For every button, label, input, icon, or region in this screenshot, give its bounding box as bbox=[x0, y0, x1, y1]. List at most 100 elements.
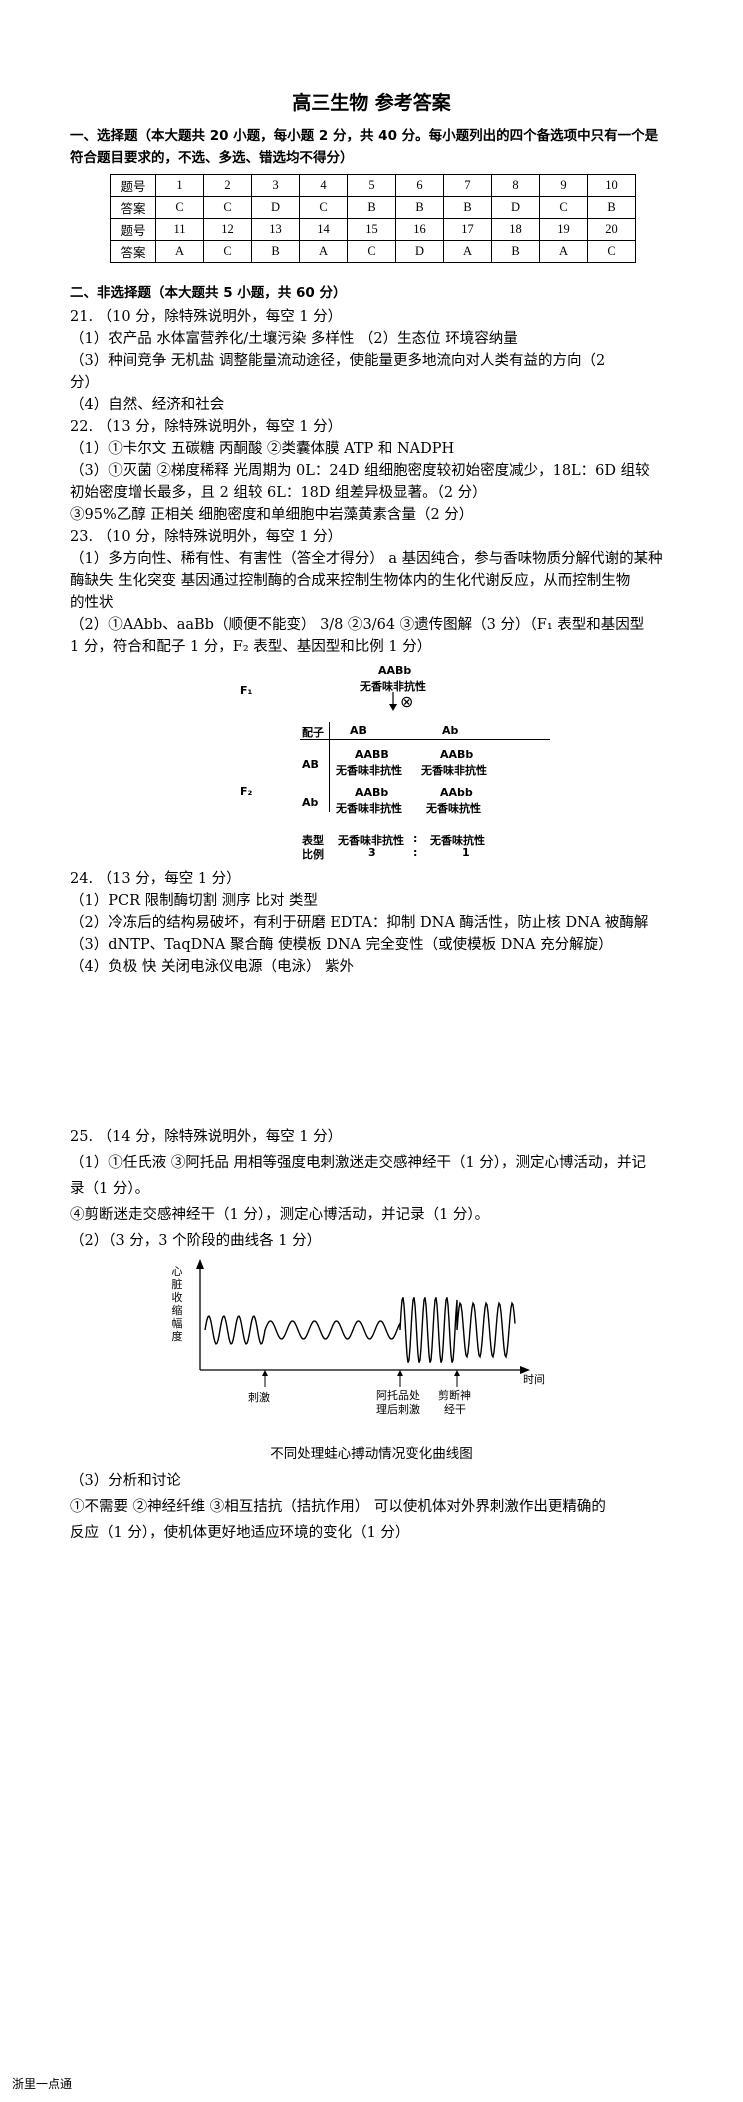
gamete-ab: AB bbox=[350, 724, 367, 737]
table-cell: D bbox=[395, 240, 444, 263]
section1-heading: 一、选择题（本大题共 20 小题，每小题 2 分，共 40 分。每小题列出的四个… bbox=[70, 128, 659, 144]
page-title: 高三生物 参考答案 bbox=[292, 92, 451, 114]
result-ratio-1: 3 bbox=[368, 846, 376, 859]
table-cell: B bbox=[491, 240, 540, 263]
q24-line: （2）冷冻后的结构易破坏，有利于研磨 EDTA：抑制 DNA 酶活性，防止核 D… bbox=[70, 915, 649, 931]
q21-line: 分） bbox=[70, 375, 99, 391]
table-cell: 7 bbox=[443, 174, 492, 197]
cell-phenotype: 无香味非抗性 bbox=[336, 764, 402, 777]
q21-head: 21. （10 分，除特殊说明外，每空 1 分） bbox=[70, 309, 343, 325]
row-gamete-ab2: Ab bbox=[302, 796, 319, 809]
table-row-label: 答案 bbox=[110, 240, 156, 263]
ratio-label: 比例 bbox=[302, 848, 324, 861]
heartbeat-curve-svg bbox=[196, 1259, 530, 1387]
row-gamete-ab: AB bbox=[302, 758, 319, 771]
cell-genotype: AABb bbox=[355, 786, 389, 799]
q24-head: 24. （13 分，每空 1 分） bbox=[70, 871, 241, 887]
cell-phenotype: 无香味非抗性 bbox=[421, 764, 487, 777]
table-cell: B bbox=[347, 196, 396, 219]
q23-head: 23. （10 分，除特殊说明外，每空 1 分） bbox=[70, 529, 343, 545]
cell-phenotype: 无香味抗性 bbox=[426, 802, 481, 815]
result-phenotype-2: 无香味抗性 bbox=[430, 834, 485, 847]
section1-heading-cont: 符合题目要求的，不选、多选、错选均不得分） bbox=[70, 150, 354, 166]
table-cell: 2 bbox=[203, 174, 252, 197]
result-colon: : bbox=[413, 846, 418, 859]
answer-table: 题号 1 2 3 4 5 6 7 8 9 10 答案 C C D C B B B… bbox=[110, 174, 636, 263]
table-cell: 6 bbox=[395, 174, 444, 197]
q25-line: ①不需要 ②神经纤维 ③相互拮抗（拮抗作用） 可以使机体对外界刺激作出更精确的 bbox=[70, 1499, 606, 1515]
cell-genotype: AAbb bbox=[440, 786, 473, 799]
table-cell: 1 bbox=[155, 174, 204, 197]
table-cell: 19 bbox=[539, 218, 588, 241]
table-cell: B bbox=[587, 196, 636, 219]
q24-line: （3）dNTP、TaqDNA 聚合酶 使模板 DNA 完全变性（或使模板 DNA… bbox=[70, 937, 613, 953]
table-cell: 20 bbox=[587, 218, 636, 241]
table-cell: 3 bbox=[251, 174, 300, 197]
heartbeat-curve-figure: 心脏收缩幅度 时间 刺激 阿托品处 理后刺激 剪断神 经干 bbox=[170, 1255, 550, 1425]
atropine-label-line1: 阿托品处 bbox=[376, 1389, 420, 1402]
gamete-ab2: Ab bbox=[442, 724, 459, 737]
table-cell: 13 bbox=[251, 218, 300, 241]
table-cell: C bbox=[155, 196, 204, 219]
gamete-label: 配子 bbox=[302, 726, 324, 739]
table-cell: C bbox=[203, 240, 252, 263]
cut-nerve-label-line1: 剪断神 bbox=[438, 1389, 471, 1402]
q22-head: 22. （13 分，除特殊说明外，每空 1 分） bbox=[70, 419, 343, 435]
q23-line: （2）①AAbb、aaBb（顺便不能变） 3/8 ②3/64 ③遗传图解（3 分… bbox=[70, 617, 645, 633]
table-row-label: 题号 bbox=[110, 218, 156, 241]
y-axis-label: 心脏收缩幅度 bbox=[171, 1265, 183, 1343]
table-cell: 17 bbox=[443, 218, 492, 241]
table-cell: 14 bbox=[299, 218, 348, 241]
table-cell: 12 bbox=[203, 218, 252, 241]
table-row: 题号 1 2 3 4 5 6 7 8 9 10 bbox=[110, 174, 636, 197]
q25-line: 录（1 分）。 bbox=[70, 1181, 150, 1197]
up-arrow-icon bbox=[397, 1370, 403, 1376]
selfing-symbol: ⊗ bbox=[400, 692, 414, 711]
q22-line: （1）①卡尔文 五碳糖 丙酮酸 ②类囊体膜 ATP 和 NADPH bbox=[70, 441, 455, 457]
table-cell: C bbox=[203, 196, 252, 219]
f1-genotype: AABb bbox=[378, 664, 412, 677]
f2-label: F₂ bbox=[240, 785, 253, 798]
heartbeat-curve-line bbox=[204, 1297, 516, 1363]
q25-line: （3）分析和讨论 bbox=[70, 1473, 181, 1489]
genetic-cross-diagram: F₁ AABb 无香味非抗性 ⊗ 配子 AB Ab F₂ AB AABB 无香味… bbox=[240, 662, 560, 882]
table-cell: 8 bbox=[491, 174, 540, 197]
table-cell: B bbox=[443, 196, 492, 219]
phenotype-label: 表型 bbox=[302, 834, 324, 847]
q21-line: （1）农产品 水体富营养化/土壤污染 多样性 （2）生态位 环境容纳量 bbox=[70, 331, 518, 347]
table-cell: 16 bbox=[395, 218, 444, 241]
table-cell: A bbox=[539, 240, 588, 263]
cell-genotype: AABb bbox=[440, 748, 474, 761]
q25-line: 反应（1 分），使机体更好地适应环境的变化（1 分） bbox=[70, 1525, 410, 1541]
table-cell: 4 bbox=[299, 174, 348, 197]
q24-line: （1）PCR 限制酶切割 测序 比对 类型 bbox=[70, 893, 318, 909]
q25-line: ④剪断迷走交感神经干（1 分），测定心博活动，并记录（1 分）。 bbox=[70, 1207, 490, 1223]
gamete-rule bbox=[300, 739, 550, 740]
table-cell: D bbox=[491, 196, 540, 219]
up-arrow-icon bbox=[262, 1370, 268, 1376]
q23-line: 酶缺失 生化突变 基因通过控制酶的合成来控制生物体内的生化代谢反应，从而控制生物 bbox=[70, 573, 631, 589]
figure-caption: 不同处理蛙心搏动情况变化曲线图 bbox=[270, 1446, 473, 1462]
x-axis-arrow-icon bbox=[520, 1366, 530, 1374]
table-cell: A bbox=[155, 240, 204, 263]
down-arrow-icon bbox=[389, 692, 397, 711]
f1-label: F₁ bbox=[240, 684, 253, 697]
q25-line: （2）（3 分，3 个阶段的曲线各 1 分） bbox=[70, 1233, 322, 1249]
table-cell: 18 bbox=[491, 218, 540, 241]
table-cell: 10 bbox=[587, 174, 636, 197]
table-cell: B bbox=[395, 196, 444, 219]
table-cell: A bbox=[299, 240, 348, 263]
up-arrow-icon bbox=[454, 1370, 460, 1376]
table-cell: C bbox=[587, 240, 636, 263]
q23-line: 的性状 bbox=[70, 595, 114, 611]
result-phenotype-1: 无香味非抗性 bbox=[338, 834, 404, 847]
table-cell: B bbox=[251, 240, 300, 263]
f1-phenotype: 无香味非抗性 bbox=[360, 680, 426, 693]
table-row: 答案 A C B A C D A B A C bbox=[110, 240, 636, 263]
q23-line: 1 分，符合和配子 1 分，F₂ 表型、基因型和比例 1 分） bbox=[70, 639, 432, 655]
section2-heading: 二、非选择题（本大题共 5 小题，共 60 分） bbox=[70, 285, 347, 301]
table-cell: 5 bbox=[347, 174, 396, 197]
q23-line: （1）多方向性、稀有性、有害性（答全才得分） a 基因纯合，参与香味物质分解代谢… bbox=[70, 551, 663, 567]
table-row: 答案 C C D C B B B D C B bbox=[110, 196, 636, 219]
